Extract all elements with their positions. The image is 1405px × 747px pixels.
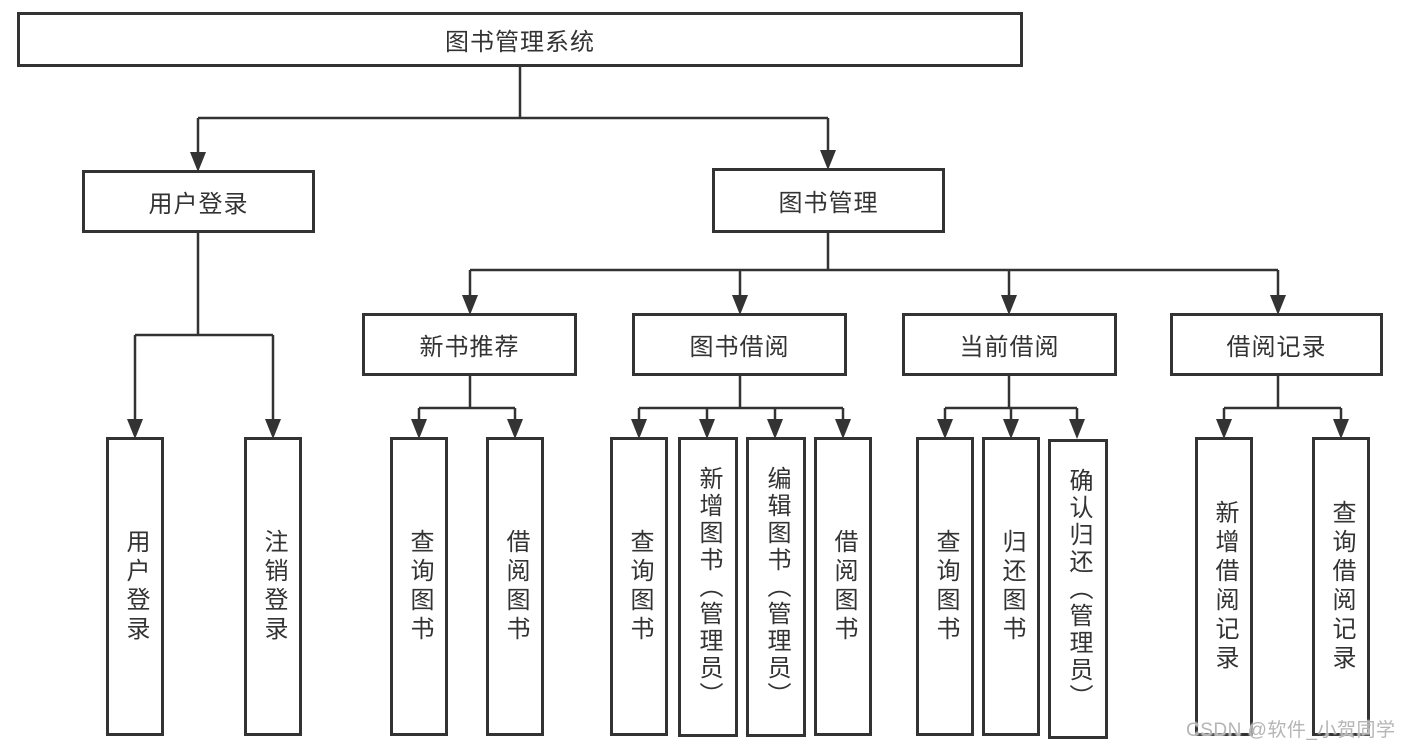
leaf-add-borrow-record: 新增借阅记录 [1195, 437, 1253, 736]
leaf-query-books-current: 查询图书 [916, 437, 974, 736]
leaf-user-login: 用户登录 [106, 437, 164, 736]
leaf-logout: 注销登录 [244, 437, 302, 736]
node-label: 借阅图书 [830, 528, 857, 645]
leaf-borrow-books: 借阅图书 [814, 437, 872, 736]
leaf-add-books-admin: 新增图书（管理员） [678, 437, 738, 737]
arrowhead-icons [127, 150, 1349, 439]
leaf-borrow-books-recommend: 借阅图书 [486, 437, 544, 736]
node-label: 查询图书 [626, 528, 653, 645]
node-label: 查询借阅记录 [1328, 499, 1355, 674]
leaf-query-books-recommend: 查询图书 [390, 437, 448, 736]
node-label: 新书推荐 [419, 334, 520, 361]
leaf-query-borrow-record: 查询借阅记录 [1312, 437, 1370, 736]
node-label: 新增图书（管理员） [695, 465, 722, 709]
node-label: 注销登录 [260, 528, 287, 645]
node-label: 用户登录 [122, 528, 149, 645]
node-borrowing-records: 借阅记录 [1170, 313, 1383, 376]
node-book-management: 图书管理 [712, 168, 945, 233]
node-label: 归还图书 [998, 528, 1025, 645]
node-label: 图书管理 [778, 190, 879, 217]
node-library-management-system: 图书管理系统 [17, 12, 1023, 67]
node-book-borrowing: 图书借阅 [632, 313, 847, 376]
leaf-edit-books-admin: 编辑图书（管理员） [746, 437, 806, 737]
node-new-book-recommendation: 新书推荐 [362, 313, 577, 376]
node-label: 编辑图书（管理员） [763, 465, 790, 709]
leaf-query-books-borrow: 查询图书 [610, 437, 668, 736]
node-label: 当前借阅 [959, 334, 1060, 361]
csdn-watermark: CSDN @软件_小贺同学 [1186, 720, 1396, 741]
node-label: 用户登录 [148, 191, 249, 218]
node-label: 确认归还（管理员） [1065, 467, 1092, 711]
leaf-confirm-return-admin: 确认归还（管理员） [1048, 439, 1108, 739]
node-label: 借阅记录 [1226, 334, 1327, 361]
node-current-borrowing: 当前借阅 [902, 313, 1117, 376]
leaf-return-books: 归还图书 [982, 437, 1040, 736]
node-label: 查询图书 [932, 528, 959, 645]
node-label: 借阅图书 [502, 528, 529, 645]
node-label: 新增借阅记录 [1211, 499, 1238, 674]
node-label: 图书借阅 [689, 334, 790, 361]
node-user-login: 用户登录 [82, 170, 315, 233]
node-label: 图书管理系统 [445, 29, 595, 56]
node-label: 查询图书 [406, 528, 433, 645]
